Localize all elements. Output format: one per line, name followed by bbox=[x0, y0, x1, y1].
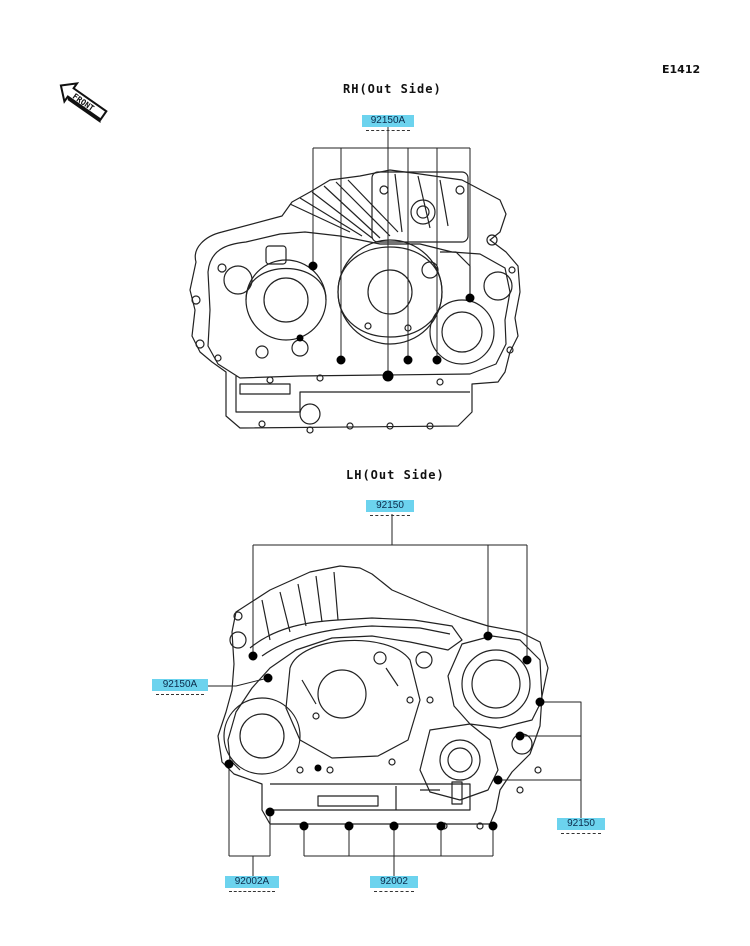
front-arrow-icon: FRONT bbox=[59, 82, 108, 124]
part-number-label: 92002 bbox=[380, 876, 408, 887]
callout-lh-92150-right[interactable]: 92150 bbox=[557, 818, 605, 834]
part-number-label: 92150A bbox=[370, 115, 406, 126]
rh-view-title: RH(Out Side) bbox=[343, 82, 442, 96]
part-number-label: 92150 bbox=[567, 818, 595, 829]
part-number-label: 92002A bbox=[234, 876, 270, 887]
rh-crankcase-drawing bbox=[189, 169, 521, 434]
callout-lh-92002a[interactable]: 92002A bbox=[225, 876, 279, 892]
lh-leader-lines bbox=[208, 514, 582, 876]
part-number-label: 92150A bbox=[162, 679, 198, 690]
lh-crankcase-drawing bbox=[217, 565, 549, 830]
callout-lh-92002[interactable]: 92002 bbox=[370, 876, 418, 892]
part-number-label: 92150 bbox=[376, 500, 404, 511]
callout-rh-92150a[interactable]: 92150A bbox=[362, 115, 414, 131]
rh-leader-lines bbox=[312, 126, 471, 376]
lh-view-title: LH(Out Side) bbox=[346, 468, 445, 482]
callout-lh-92150-top[interactable]: 92150 bbox=[366, 500, 414, 516]
diagram-code: E1412 bbox=[662, 63, 701, 76]
lh-bolt-markers bbox=[224, 631, 545, 831]
callout-lh-92150a-left[interactable]: 92150A bbox=[152, 679, 208, 695]
rh-bolt-markers bbox=[296, 261, 475, 382]
